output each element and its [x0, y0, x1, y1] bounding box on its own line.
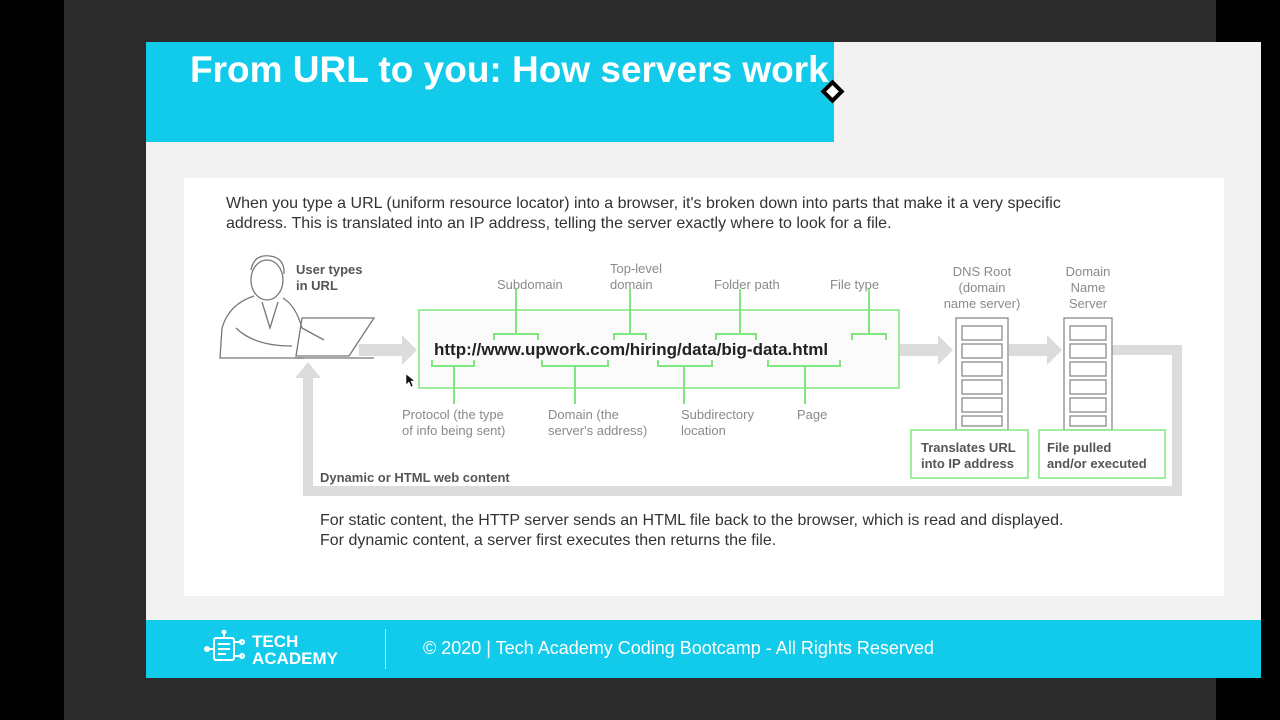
dns-root-server-icon [955, 317, 1009, 431]
user-at-laptop-icon [219, 255, 376, 359]
label-domain-line2: server's address) [548, 423, 647, 438]
dns-root-line1: DNS Root [953, 264, 1012, 279]
footer: TECH ACADEMY © 2020 | Tech Academy Codin… [146, 620, 1261, 678]
url-text: http://www.upwork.com/hiring/data/big-da… [434, 340, 828, 359]
screen-frame: From URL to you: How servers work When y… [64, 0, 1261, 720]
label-subdirectory-line1: Subdirectory [681, 407, 754, 422]
url-brackets [431, 289, 887, 404]
label-protocol-line2: of info being sent) [402, 423, 505, 438]
translate-box [910, 429, 1029, 479]
outro-text: For static content, the HTTP server send… [320, 512, 1064, 549]
label-protocol-line1: Protocol (the type [402, 407, 504, 422]
domain-server-line2: Name [1071, 280, 1106, 295]
user-label-line2: in URL [296, 278, 338, 293]
footer-divider [385, 629, 386, 669]
return-loop [303, 345, 1182, 496]
return-arrow-head [295, 362, 321, 378]
circuit-icon [204, 630, 245, 661]
label-folder-path: Folder path [714, 277, 780, 292]
url-box [418, 309, 900, 389]
intro-text: When you type a URL (uniform resource lo… [226, 195, 1061, 232]
user-label-line1: User types [296, 262, 362, 277]
file-line2: and/or executed [1047, 456, 1147, 471]
file-line1: File pulled [1047, 440, 1111, 455]
slide: From URL to you: How servers work When y… [146, 42, 1261, 678]
label-page: Page [797, 407, 827, 422]
label-file-type: File type [830, 277, 879, 292]
copyright-text: © 2020 | Tech Academy Coding Bootcamp - … [423, 638, 934, 658]
url-diagram: http://www.upwork.com/hiring/data/big-da… [219, 255, 1182, 496]
label-domain-line1: Domain (the [548, 407, 619, 422]
title-bar: From URL to you: How servers work [146, 42, 834, 142]
label-tld-line2: domain [610, 277, 653, 292]
translate-line1: Translates URL [921, 440, 1016, 455]
slide-title: From URL to you: How servers work [190, 49, 829, 90]
translate-line2: into IP address [921, 456, 1014, 471]
diagram-image: When you type a URL (uniform resource lo… [184, 178, 1224, 596]
return-label: Dynamic or HTML web content [320, 470, 510, 485]
mouse-cursor-icon [406, 374, 416, 388]
flow-arrows [359, 335, 1062, 365]
logo-line1: TECH [252, 632, 298, 651]
label-subdirectory-line2: location [681, 423, 726, 438]
label-tld-line1: Top-level [610, 261, 662, 276]
label-subdomain: Subdomain [497, 277, 563, 292]
file-box [1038, 429, 1166, 479]
domain-name-server-icon [1063, 317, 1113, 431]
domain-server-line1: Domain [1066, 264, 1111, 279]
logo-line2: ACADEMY [252, 649, 339, 668]
dns-root-line3: name server) [944, 296, 1021, 311]
dns-root-line2: (domain [959, 280, 1006, 295]
domain-server-line3: Server [1069, 296, 1108, 311]
tech-academy-logo: TECH ACADEMY [204, 630, 339, 668]
